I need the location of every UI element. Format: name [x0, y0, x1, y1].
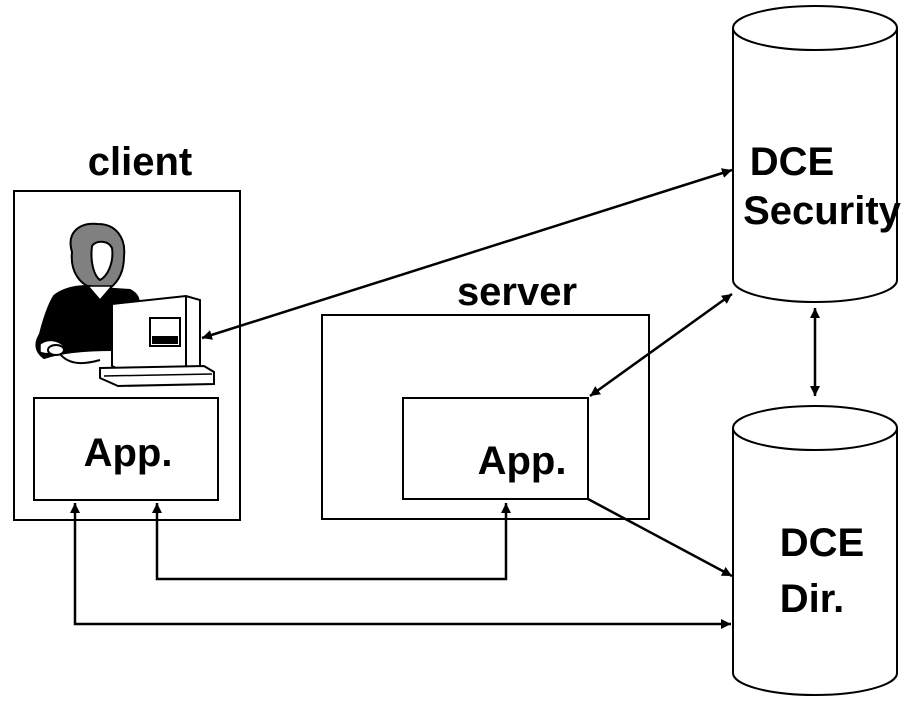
dce-security-cylinder [732, 5, 898, 303]
arrow-client-security [201, 168, 733, 340]
server-app-label: App. [478, 439, 567, 483]
dce-directory-cylinder [732, 405, 898, 696]
client-app-box [33, 397, 219, 501]
dce-directory-line2: Dir. [780, 577, 844, 621]
arrow-server-security [589, 292, 733, 398]
server-app-box [402, 397, 589, 500]
arrow-server-directory [587, 497, 733, 578]
dce-security-line1: DCE [750, 140, 834, 184]
client-label: client [88, 140, 192, 184]
dce-directory-line1: DCE [780, 521, 864, 565]
server-label: server [457, 270, 577, 314]
dce-security-line2: Security [743, 189, 902, 233]
client-app-label: App. [84, 431, 173, 475]
arrow-client-directory [70, 503, 731, 629]
person-at-computer-icon [35, 222, 215, 388]
